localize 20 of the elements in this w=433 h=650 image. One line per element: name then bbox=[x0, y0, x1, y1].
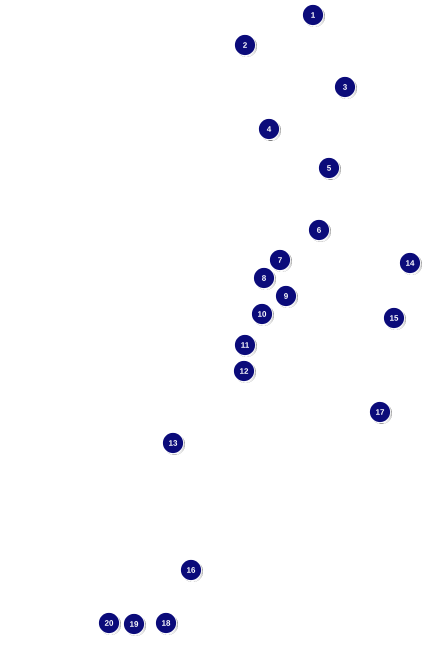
callout-number: 10 bbox=[251, 303, 274, 326]
callout-number: 3 bbox=[334, 76, 357, 99]
callout-number: 15 bbox=[383, 307, 406, 330]
callout-number: 20 bbox=[98, 612, 121, 635]
callout-number: 7 bbox=[269, 249, 292, 272]
callout-number: 19 bbox=[123, 613, 146, 636]
callout-number: 2 bbox=[234, 34, 257, 57]
callout-number: 12 bbox=[233, 360, 256, 383]
callout-number: 6 bbox=[308, 219, 331, 242]
callout-number: 11 bbox=[234, 334, 257, 357]
callout-number: 14 bbox=[399, 252, 422, 275]
callout-number: 13 bbox=[162, 432, 185, 455]
callout-number: 5 bbox=[318, 157, 341, 180]
callout-number: 16 bbox=[180, 559, 203, 582]
callout-number: 4 bbox=[258, 118, 281, 141]
callout-number: 17 bbox=[369, 401, 392, 424]
callout-number: 9 bbox=[275, 285, 298, 308]
callout-number: 18 bbox=[155, 612, 178, 635]
callout-number: 8 bbox=[253, 267, 276, 290]
callout-number: 1 bbox=[302, 4, 325, 27]
